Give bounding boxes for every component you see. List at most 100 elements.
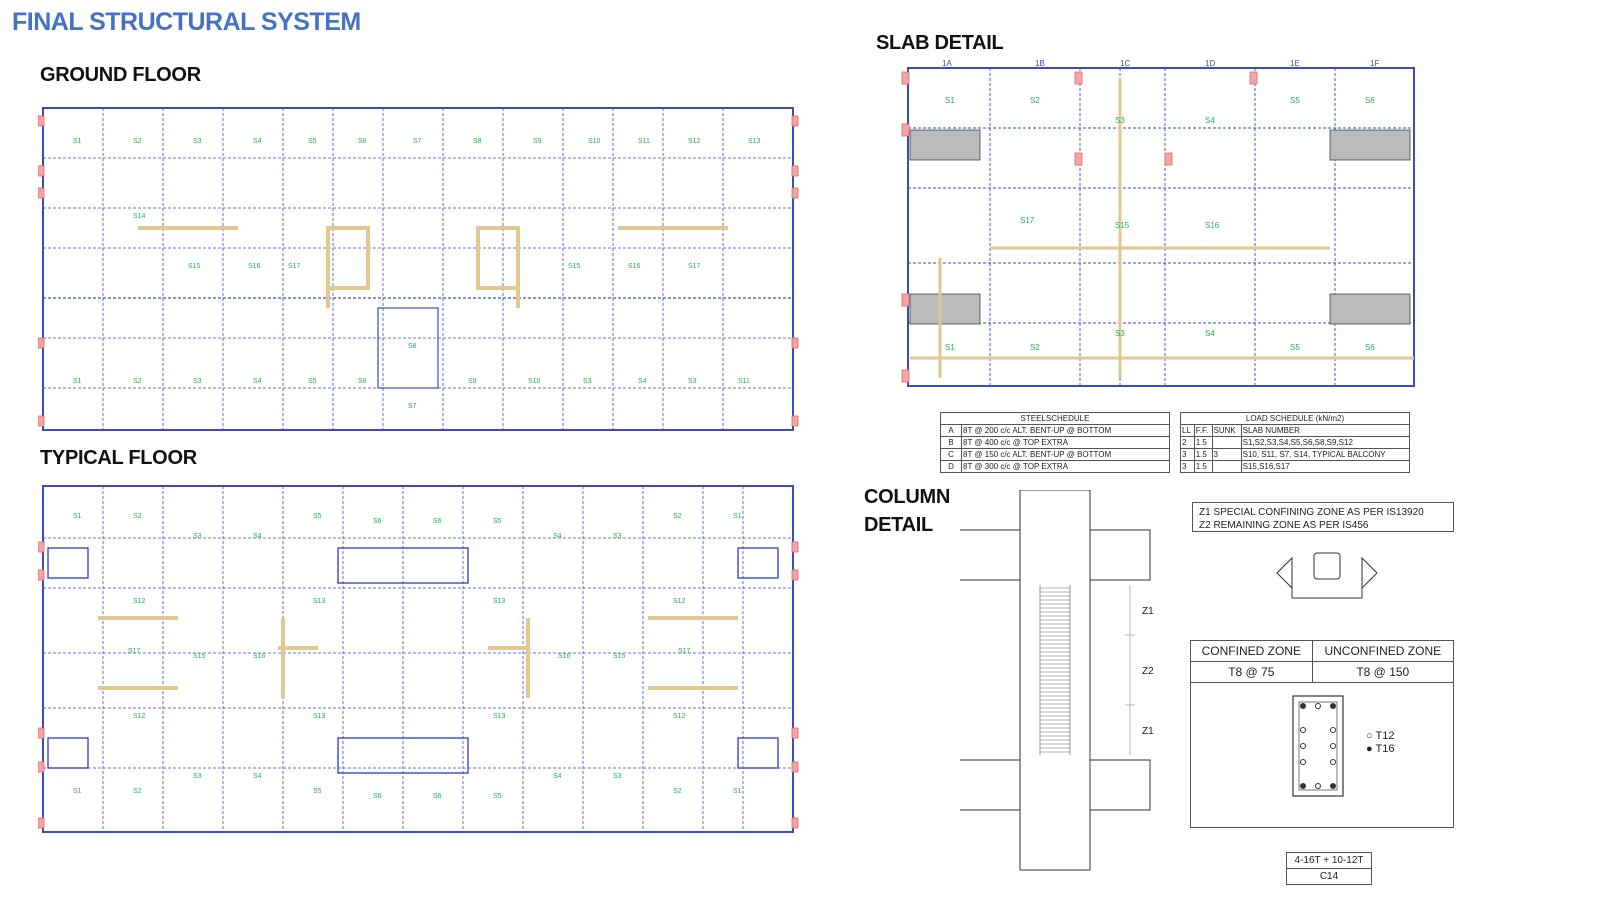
- confinement-table: CONFINED ZONE UNCONFINED ZONE T8 @ 75 T8…: [1190, 640, 1455, 683]
- svg-text:S5: S5: [308, 138, 317, 145]
- legend-t12: ○ T12: [1366, 730, 1395, 742]
- svg-text:S4: S4: [638, 378, 647, 385]
- svg-text:S17: S17: [288, 263, 301, 270]
- ground-floor-grid: [38, 107, 799, 431]
- svg-text:S16: S16: [248, 263, 261, 270]
- svg-text:S13: S13: [313, 598, 326, 605]
- svg-text:S13: S13: [493, 598, 506, 605]
- zone-label-z2: Z2: [1142, 666, 1154, 677]
- svg-text:S1: S1: [73, 138, 82, 145]
- note-z1: Z1 SPECIAL CONFINING ZONE AS PER IS13920: [1199, 507, 1424, 518]
- table-header-row: CONFINED ZONE UNCONFINED ZONE: [1190, 640, 1455, 662]
- svg-text:S15: S15: [188, 263, 201, 270]
- grid-label-1d: 1D: [1205, 59, 1215, 68]
- legend-t16: ● T16: [1366, 743, 1395, 755]
- svg-text:S4: S4: [1205, 116, 1215, 125]
- svg-text:S4: S4: [253, 378, 262, 385]
- svg-text:S6: S6: [373, 518, 382, 525]
- svg-text:S1: S1: [945, 343, 955, 352]
- svg-text:S12: S12: [133, 713, 146, 720]
- zone-label-z1-top: Z1: [1142, 606, 1154, 617]
- column-detail-heading-1: COLUMN: [864, 486, 950, 508]
- svg-text:S12: S12: [688, 138, 701, 145]
- svg-text:S17: S17: [688, 263, 701, 270]
- svg-text:S13: S13: [313, 713, 326, 720]
- svg-text:S15: S15: [193, 653, 206, 660]
- svg-text:S4: S4: [553, 773, 562, 780]
- svg-text:S5: S5: [493, 793, 502, 800]
- svg-text:S5: S5: [308, 378, 317, 385]
- svg-text:S5: S5: [493, 518, 502, 525]
- svg-text:S2: S2: [1030, 343, 1040, 352]
- column-ties: [1040, 587, 1070, 753]
- svg-text:S11: S11: [638, 138, 650, 145]
- slab-detail-grid: [901, 67, 1415, 387]
- svg-text:S9: S9: [533, 138, 542, 145]
- svg-text:S15: S15: [1115, 221, 1130, 230]
- svg-text:S12: S12: [673, 598, 686, 605]
- svg-text:S6: S6: [358, 138, 367, 145]
- svg-text:S2: S2: [673, 788, 682, 795]
- slab-detail-grid-labels: 1A 1B 1C 1D 1E 1F: [942, 59, 1379, 68]
- svg-text:S1: S1: [73, 788, 82, 795]
- svg-text:S4: S4: [253, 533, 262, 540]
- svg-text:S7: S7: [413, 138, 422, 145]
- svg-text:S3: S3: [193, 378, 202, 385]
- svg-text:S9: S9: [468, 378, 477, 385]
- column-section-box: [1190, 682, 1454, 828]
- svg-text:S6: S6: [358, 378, 367, 385]
- svg-text:S2: S2: [133, 513, 142, 520]
- svg-text:S3: S3: [613, 533, 622, 540]
- zone-label-z1-bottom: Z1: [1142, 726, 1154, 737]
- svg-text:S16: S16: [628, 263, 641, 270]
- typical-floor-grid: [38, 485, 799, 833]
- svg-text:S12: S12: [673, 713, 686, 720]
- svg-text:S7: S7: [408, 403, 417, 410]
- svg-text:S17: S17: [128, 648, 141, 655]
- svg-text:S3: S3: [1115, 116, 1125, 125]
- confining-zone-note: Z1 SPECIAL CONFINING ZONE AS PER IS13920…: [1192, 502, 1454, 532]
- svg-text:S5: S5: [1290, 343, 1300, 352]
- svg-text:S6: S6: [433, 793, 442, 800]
- svg-text:S1: S1: [945, 96, 955, 105]
- svg-text:S15: S15: [568, 263, 581, 270]
- reinforcement-spec: 4-16T + 10-12T: [1287, 853, 1371, 869]
- svg-text:S3: S3: [193, 533, 202, 540]
- svg-text:S16: S16: [558, 653, 571, 660]
- svg-text:S6: S6: [373, 793, 382, 800]
- svg-text:S4: S4: [1205, 329, 1215, 338]
- svg-text:S2: S2: [133, 788, 142, 795]
- confined-zone-header: CONFINED ZONE: [1190, 640, 1313, 662]
- svg-text:S4: S4: [253, 773, 262, 780]
- confined-zone-value: T8 @ 75: [1190, 661, 1313, 683]
- svg-text:S13: S13: [748, 138, 761, 145]
- reinforcement-label-box: 4-16T + 10-12T C14: [1286, 852, 1372, 885]
- svg-text:S3: S3: [193, 138, 202, 145]
- svg-text:S2: S2: [1030, 96, 1040, 105]
- svg-text:S6: S6: [433, 518, 442, 525]
- bar-legend: ○ T12 ● T16: [1366, 730, 1394, 756]
- column-elevation: Z1 Z2 Z1: [960, 490, 1154, 871]
- svg-text:S17: S17: [1020, 216, 1035, 225]
- ground-floor-heading: GROUND FLOOR: [40, 64, 201, 86]
- svg-text:S8: S8: [408, 343, 417, 350]
- svg-text:S5: S5: [1290, 96, 1300, 105]
- svg-text:S10: S10: [588, 138, 601, 145]
- steel-schedule-title: STEELSCHEDULE: [940, 412, 1170, 425]
- svg-text:S1: S1: [73, 513, 82, 520]
- svg-text:S6: S6: [1365, 343, 1375, 352]
- svg-text:S5: S5: [313, 788, 322, 795]
- svg-text:S5: S5: [313, 513, 322, 520]
- typical-floor-heading: TYPICAL FLOOR: [40, 447, 197, 469]
